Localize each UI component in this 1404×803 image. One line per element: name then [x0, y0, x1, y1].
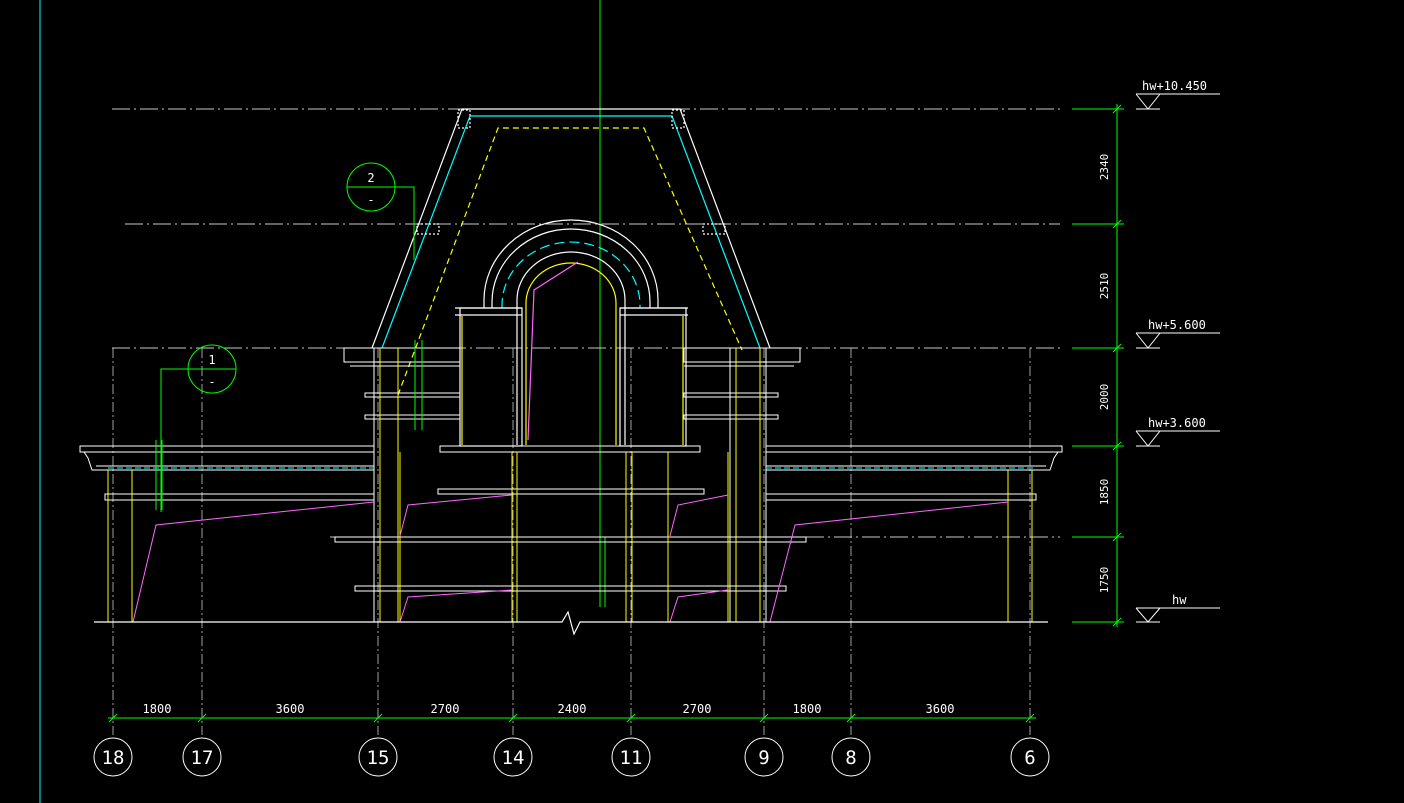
section-marker-1-bottom: -: [208, 375, 215, 389]
dim-h-7: 3600: [926, 702, 955, 716]
upper-cornice: [343, 340, 801, 430]
dim-v-1: 2340: [1098, 154, 1111, 181]
axis-label-11: 11: [620, 747, 643, 769]
level-lines: [112, 108, 1060, 538]
section-marker-1-top: 1: [208, 353, 215, 367]
slope-lines: [132, 494, 1009, 623]
axis-label-15: 15: [367, 747, 390, 769]
dim-v-2: 2510: [1098, 273, 1111, 300]
dim-h-6: 1800: [793, 702, 822, 716]
dim-v-3: 2000: [1098, 384, 1111, 411]
pilasters: [373, 347, 767, 623]
section-marker-1: [160, 344, 237, 512]
section-marker-2-top: 2: [367, 171, 374, 185]
dim-h-5: 2700: [683, 702, 712, 716]
dim-h-1: 1800: [143, 702, 172, 716]
dormer-arch: [455, 219, 688, 447]
horizontal-dimension-labels: 1800 3600 2700 2400 2700 1800 3600: [143, 702, 955, 716]
dim-v-5: 1750: [1098, 567, 1111, 594]
dim-h-3: 2700: [431, 702, 460, 716]
side-walls: [107, 440, 1033, 622]
vertical-dimension-labels: 2340 2510 2000 1850 1750: [1098, 154, 1111, 594]
axis-label-9: 9: [758, 747, 769, 769]
ground-line: [94, 610, 1048, 636]
grid-axis-labels: 18 17 15 14 11 9 8 6: [102, 747, 1036, 769]
section-marker-2-bottom: -: [367, 193, 374, 207]
roof-outline: [371, 108, 771, 396]
axis-label-6: 6: [1024, 747, 1035, 769]
axis-label-14: 14: [502, 747, 525, 769]
axis-label-17: 17: [191, 747, 214, 769]
elevation-label-hw: hw: [1172, 593, 1187, 607]
elevation-label-3600: hw+3.600: [1148, 416, 1206, 430]
section-marker-2: [346, 162, 415, 260]
dim-v-4: 1850: [1098, 479, 1111, 506]
dim-h-4: 2400: [558, 702, 587, 716]
grid-axis-bubbles: [93, 737, 1050, 777]
axis-label-18: 18: [102, 747, 125, 769]
vertical-dimension-chain: [1072, 104, 1124, 627]
horizontal-dimension-chain: [108, 713, 1036, 723]
dim-h-2: 3600: [276, 702, 305, 716]
axis-label-8: 8: [845, 747, 856, 769]
elevation-label-top: hw+10.450: [1142, 79, 1207, 93]
elevation-markers: [1135, 93, 1220, 623]
elevation-label-5600: hw+5.600: [1148, 318, 1206, 332]
lower-cornice: [79, 445, 1063, 592]
elevation-labels: hw+10.450 hw+5.600 hw+3.600 hw: [1142, 79, 1207, 607]
